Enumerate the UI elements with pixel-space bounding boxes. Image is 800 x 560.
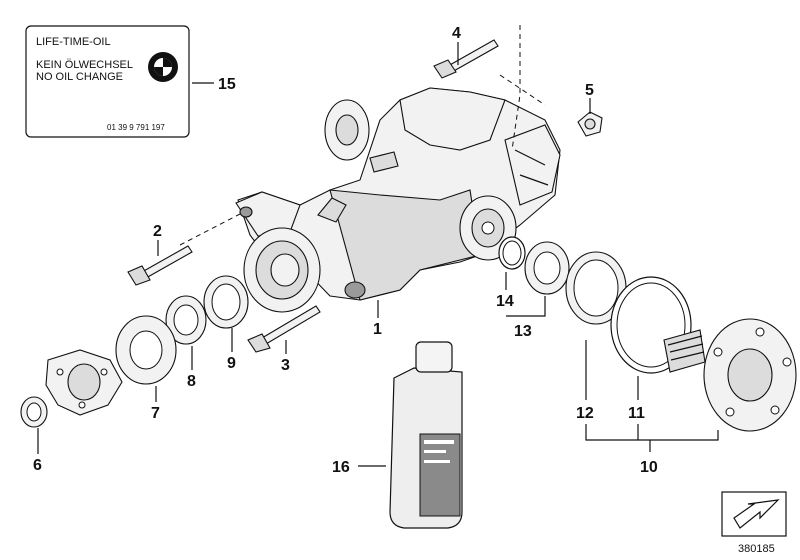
bolt-3[interactable] xyxy=(247,305,321,353)
sticker-frame xyxy=(25,25,190,138)
callout-16: 16 xyxy=(332,459,350,476)
callout-1: 1 xyxy=(373,321,382,338)
down-left-arrow-icon[interactable] xyxy=(721,491,787,537)
sticker-line-2: KEIN ÖLWECHSEL xyxy=(36,59,133,71)
sticker-part-number: 01 39 9 791 197 xyxy=(107,123,165,132)
callout-6: 6 xyxy=(33,457,42,474)
spacer-ring-8[interactable] xyxy=(165,295,207,345)
leader-13 xyxy=(506,296,546,317)
shaft-seal-13[interactable] xyxy=(524,241,570,295)
callout-2: 2 xyxy=(153,223,162,240)
callout-14: 14 xyxy=(496,293,514,310)
callout-7: 7 xyxy=(151,405,160,422)
nut-5[interactable] xyxy=(577,111,603,137)
callout-5: 5 xyxy=(585,82,594,99)
rear-differential-housing[interactable] xyxy=(235,87,561,313)
callout-13: 13 xyxy=(514,323,532,340)
diagram-number: 380185 xyxy=(738,543,775,555)
callout-11: 11 xyxy=(628,405,645,422)
oil-bottle[interactable] xyxy=(389,341,463,529)
dust-shield-7[interactable] xyxy=(115,315,177,385)
sticker-line-3: NO OIL CHANGE xyxy=(36,71,123,83)
callout-4: 4 xyxy=(452,25,461,42)
callout-12: 12 xyxy=(576,405,594,422)
callout-8: 8 xyxy=(187,373,196,390)
assembly-guide-line xyxy=(499,74,546,106)
sticker-line-1: LIFE-TIME-OIL xyxy=(36,36,111,48)
leader-10 xyxy=(585,424,719,452)
output-flange[interactable] xyxy=(663,318,797,432)
callout-9: 9 xyxy=(227,355,236,372)
drive-flange[interactable] xyxy=(45,349,123,416)
callout-15: 15 xyxy=(218,76,236,93)
sealing-ring-12[interactable] xyxy=(565,251,627,325)
assembly-guide-line xyxy=(179,213,241,246)
seal-6[interactable] xyxy=(20,396,48,428)
bmw-roundel-icon xyxy=(148,52,178,82)
callout-10: 10 xyxy=(640,459,658,476)
oil-label-sticker[interactable]: LIFE-TIME-OIL KEIN ÖLWECHSEL NO OIL CHAN… xyxy=(25,25,190,138)
callout-3: 3 xyxy=(281,357,290,374)
shaft-seal-9[interactable] xyxy=(203,275,249,329)
bolt-4[interactable] xyxy=(433,39,499,79)
shaft-seal-14[interactable] xyxy=(498,236,526,270)
bolt-2[interactable] xyxy=(127,245,193,286)
